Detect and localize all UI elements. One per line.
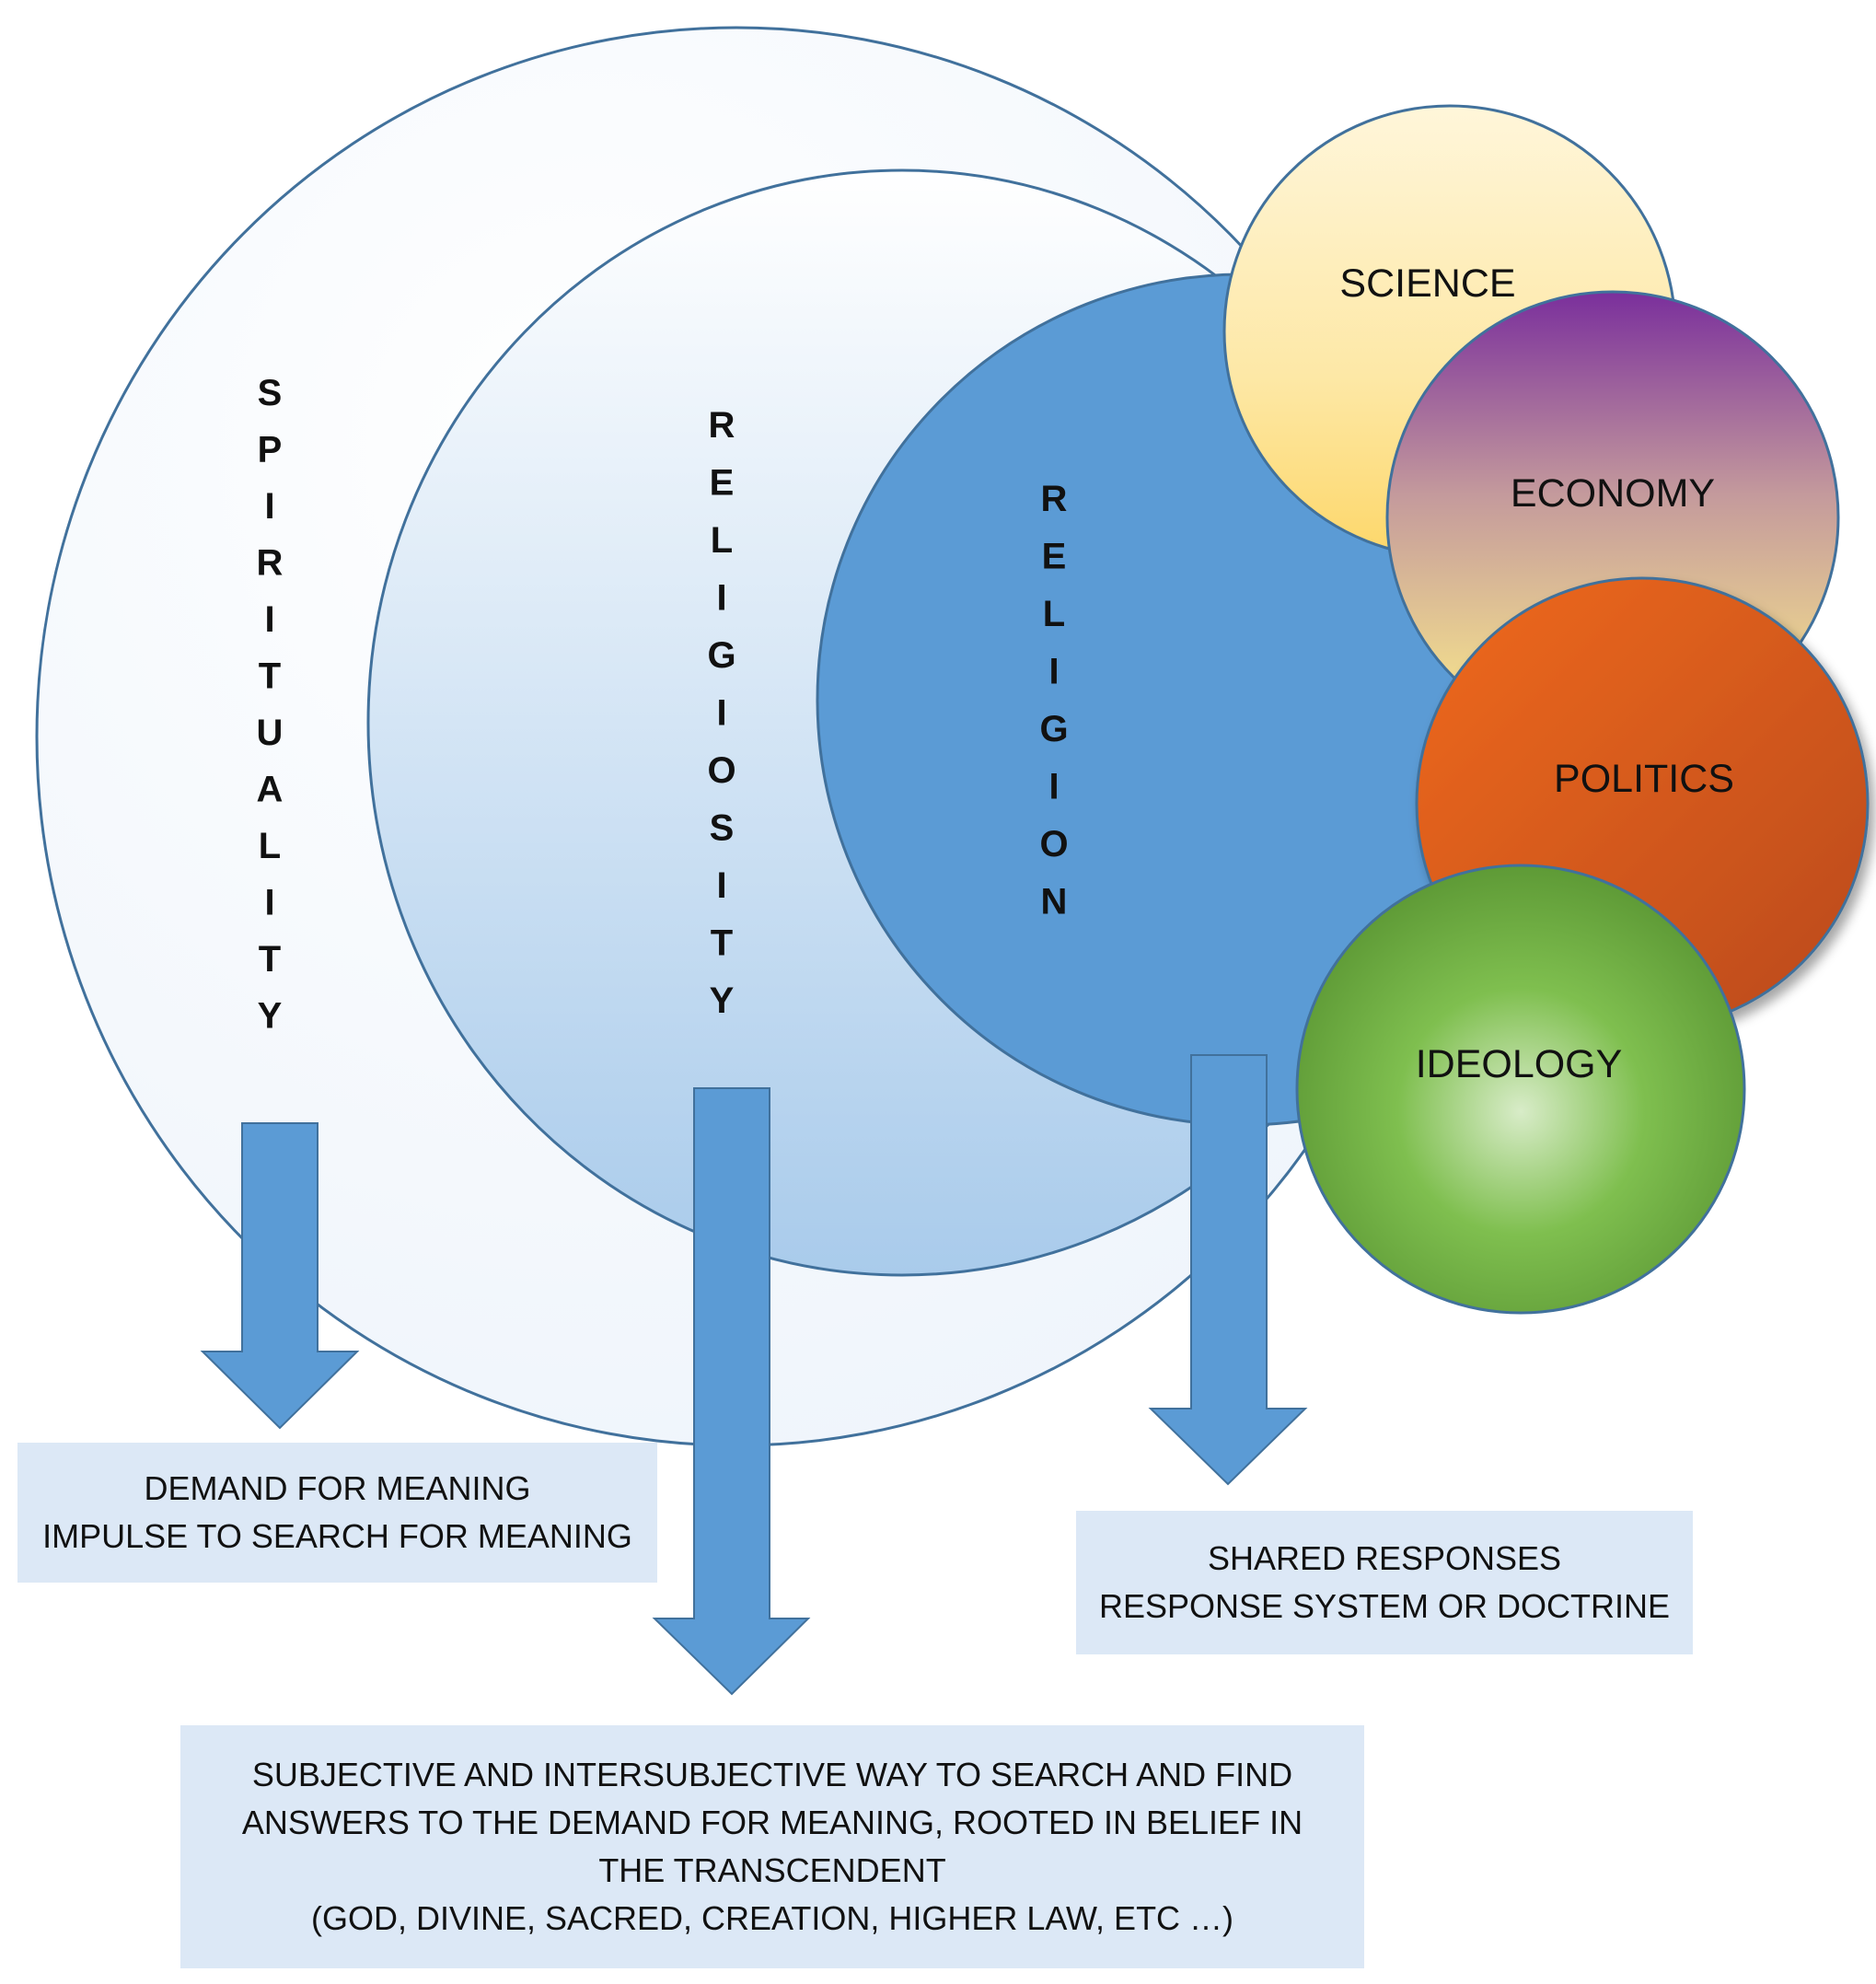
religiosity-letter: S xyxy=(710,808,735,849)
religion-arrow xyxy=(1148,1054,1308,1486)
religiosity-description-text: SUBJECTIVE AND INTERSUBJECTIVE WAY TO SE… xyxy=(241,1756,1303,1889)
religion-description-line: SHARED RESPONSES xyxy=(1207,1539,1562,1577)
religiosity-letter: I xyxy=(716,578,726,619)
religion-letter: E xyxy=(1042,537,1067,577)
spirituality-arrow xyxy=(200,1122,360,1430)
spirituality-letter: Y xyxy=(258,996,283,1037)
politics-label: POLITICS xyxy=(1554,757,1734,801)
religiosity-letter: O xyxy=(707,750,735,791)
spirituality-letter: I xyxy=(264,486,274,527)
spirituality-letter: R xyxy=(257,543,284,584)
religion-letter: I xyxy=(1048,652,1059,692)
religiosity-letter: L xyxy=(711,520,733,561)
religiosity-letter: R xyxy=(709,405,735,446)
religiosity-description-text: (GOD, DIVINE, SACRED, CREATION, HIGHER L… xyxy=(310,1899,1234,1937)
religion-letter: O xyxy=(1039,824,1068,864)
spirituality-description-line: DEMAND FOR MEANING xyxy=(144,1469,531,1507)
religiosity-letter: I xyxy=(716,865,726,906)
religion-letter: N xyxy=(1041,882,1068,922)
spirituality-letter: A xyxy=(257,770,284,810)
spirituality-letter: P xyxy=(258,430,283,470)
spirituality-letter: T xyxy=(259,656,281,697)
religiosity-letter: E xyxy=(710,463,735,504)
spirituality-letter: T xyxy=(259,939,281,980)
religion-description-box: SHARED RESPONSES RESPONSE SYSTEM OR DOCT… xyxy=(1076,1511,1693,1654)
spirituality-letter: L xyxy=(259,826,281,866)
spirituality-letter: U xyxy=(257,713,284,753)
religion-letter: I xyxy=(1048,767,1059,807)
religiosity-description-box: SUBJECTIVE AND INTERSUBJECTIVE WAY TO SE… xyxy=(180,1725,1364,1968)
religiosity-letter: I xyxy=(716,693,726,734)
spirituality-description-line: IMPULSE TO SEARCH FOR MEANING xyxy=(42,1517,632,1555)
religion-letter: R xyxy=(1041,479,1068,519)
religion-letter: G xyxy=(1039,709,1068,749)
spirituality-description-box: DEMAND FOR MEANING IMPULSE TO SEARCH FOR… xyxy=(17,1443,657,1583)
religiosity-letter: G xyxy=(707,635,735,676)
science-label: SCIENCE xyxy=(1339,261,1515,306)
religiosity-arrow xyxy=(652,1087,811,1696)
ideology-sphere xyxy=(1295,864,1746,1315)
religion-letter: L xyxy=(1043,594,1065,634)
economy-label: ECONOMY xyxy=(1511,471,1715,516)
spirituality-letter: I xyxy=(264,599,274,640)
religiosity-letter: T xyxy=(711,923,733,964)
ideology-label: IDEOLOGY xyxy=(1416,1042,1623,1086)
spirituality-letter: I xyxy=(264,883,274,923)
religiosity-letter: Y xyxy=(710,980,735,1021)
spirituality-letter: S xyxy=(258,373,283,413)
religion-description-line: RESPONSE SYSTEM OR DOCTRINE xyxy=(1098,1587,1671,1625)
